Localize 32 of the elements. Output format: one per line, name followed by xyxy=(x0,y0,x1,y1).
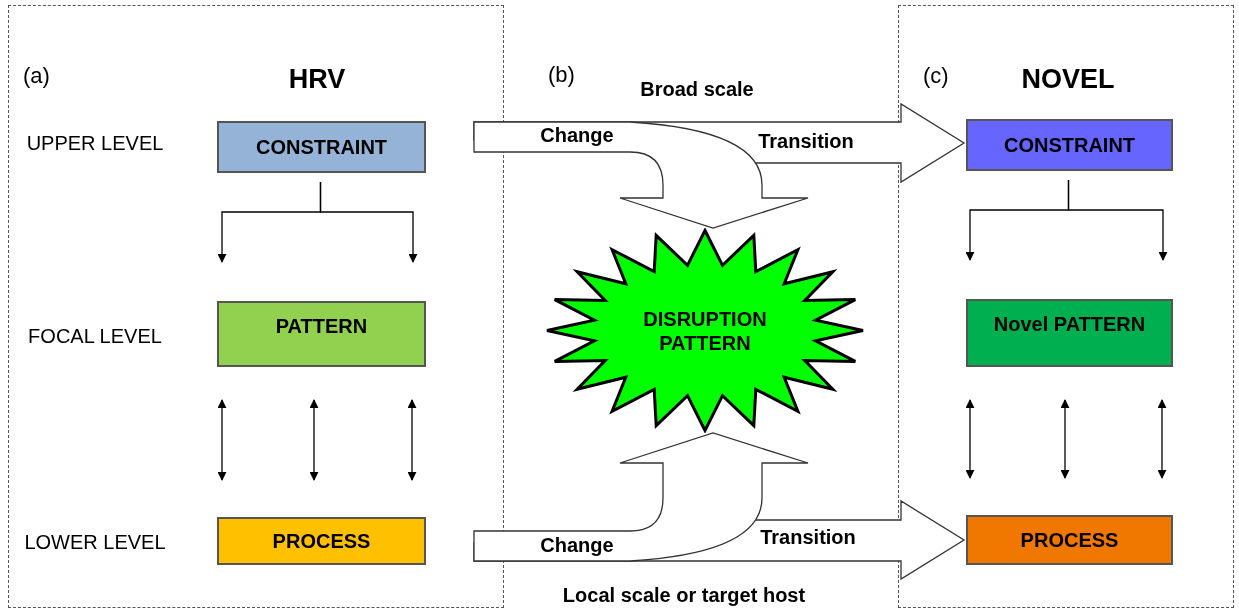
process-box: PROCESS xyxy=(966,515,1173,565)
level-label: UPPER LEVEL xyxy=(26,131,164,156)
scale-label: Local scale or target host xyxy=(562,583,806,608)
panel-title: NOVEL xyxy=(1021,63,1115,96)
arrow xyxy=(319,181,418,263)
arrow xyxy=(965,399,975,479)
dashed-panel xyxy=(8,5,504,608)
panel-letter: (c) xyxy=(923,62,949,90)
block-arrow xyxy=(473,121,809,229)
block-arrow xyxy=(473,432,809,562)
arrow xyxy=(1060,399,1070,479)
constraint-box: CONSTRAINT xyxy=(966,119,1173,171)
level-label: FOCAL LEVEL xyxy=(28,324,162,349)
edge-label: Transition xyxy=(758,129,854,154)
process-box: PROCESS xyxy=(217,517,426,565)
arrow xyxy=(1067,179,1168,261)
pattern-box: PATTERN xyxy=(217,301,426,367)
level-label: LOWER LEVEL xyxy=(24,530,166,555)
arrow xyxy=(1157,399,1167,479)
scale-label: Broad scale xyxy=(640,77,754,102)
arrow xyxy=(407,399,417,481)
starburst-text: DISRUPTION PATTERN xyxy=(642,306,768,355)
edge-label: Change xyxy=(540,123,614,148)
pattern-box: Novel PATTERN xyxy=(966,299,1173,367)
arrow xyxy=(309,399,319,481)
panel-letter: (a) xyxy=(23,62,50,90)
constraint-box: CONSTRAINT xyxy=(217,121,426,173)
arrow xyxy=(217,399,227,481)
edge-label: Change xyxy=(540,533,614,558)
edge-label: Transition xyxy=(760,525,856,550)
panel-letter: (b) xyxy=(548,61,575,89)
panel-title: HRV xyxy=(288,63,346,96)
